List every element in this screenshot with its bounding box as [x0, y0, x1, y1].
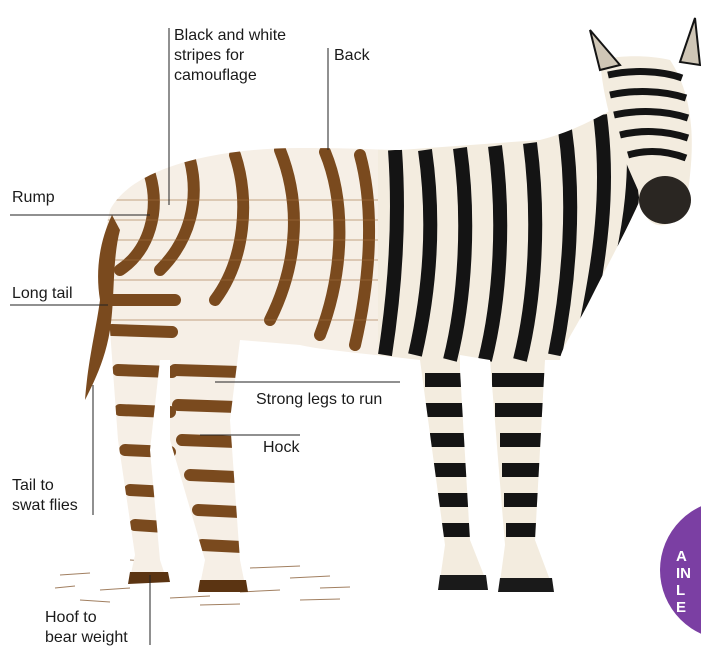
- label-strong-legs: Strong legs to run: [256, 390, 382, 410]
- label-tail-flies: Tail to swat flies: [12, 476, 78, 516]
- label-stripes: Black and white stripes for camouflage: [174, 26, 286, 86]
- label-hock: Hock: [263, 438, 299, 458]
- badge-text: A IN L E: [676, 548, 691, 616]
- label-rump: Rump: [12, 188, 55, 208]
- label-hoof: Hoof to bear weight: [45, 608, 128, 648]
- label-long-tail: Long tail: [12, 284, 73, 304]
- label-back: Back: [334, 46, 370, 66]
